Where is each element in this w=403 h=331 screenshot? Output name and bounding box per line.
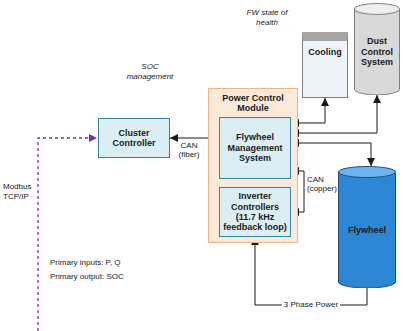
node-text: Cluster Controller (102, 128, 166, 149)
node-text: Inverter Controllers (11.7 kHz feedback … (223, 191, 287, 232)
note-label: Primary inputs: P, Q (50, 258, 160, 268)
dust-cylinder: Dust Control System (354, 3, 400, 95)
cooling-box: Cooling (302, 32, 348, 98)
process-box: Inverter Controllers (11.7 kHz feedback … (219, 187, 291, 237)
module-box: Power Control ModuleFlywheel Management … (208, 88, 298, 243)
modbus-dashed-line (38, 138, 97, 331)
node-text: Flywheel Management System (223, 132, 287, 163)
connector (291, 95, 377, 133)
note-label: Modbus TCP/IP (3, 182, 36, 201)
controller-box: Cluster Controller (98, 118, 170, 158)
note-label: Primary output: SOC (50, 272, 160, 282)
note-label: FW state of health (242, 8, 292, 27)
node-text: Flywheel (348, 225, 386, 235)
node-text: Dust Control System (356, 36, 398, 67)
note-label: SOC management (122, 62, 178, 81)
node-text: Power Control Module (212, 93, 294, 114)
flywheel-cylinder: Flywheel (338, 166, 396, 288)
edge-label: CAN (fiber) (172, 141, 206, 159)
process-box: Flywheel Management System (219, 117, 291, 179)
edge-label: CAN (copper) (307, 175, 339, 193)
node-text: Cooling (308, 47, 342, 57)
connector (291, 143, 371, 166)
edge-label: 3 Phase Power (282, 300, 340, 309)
